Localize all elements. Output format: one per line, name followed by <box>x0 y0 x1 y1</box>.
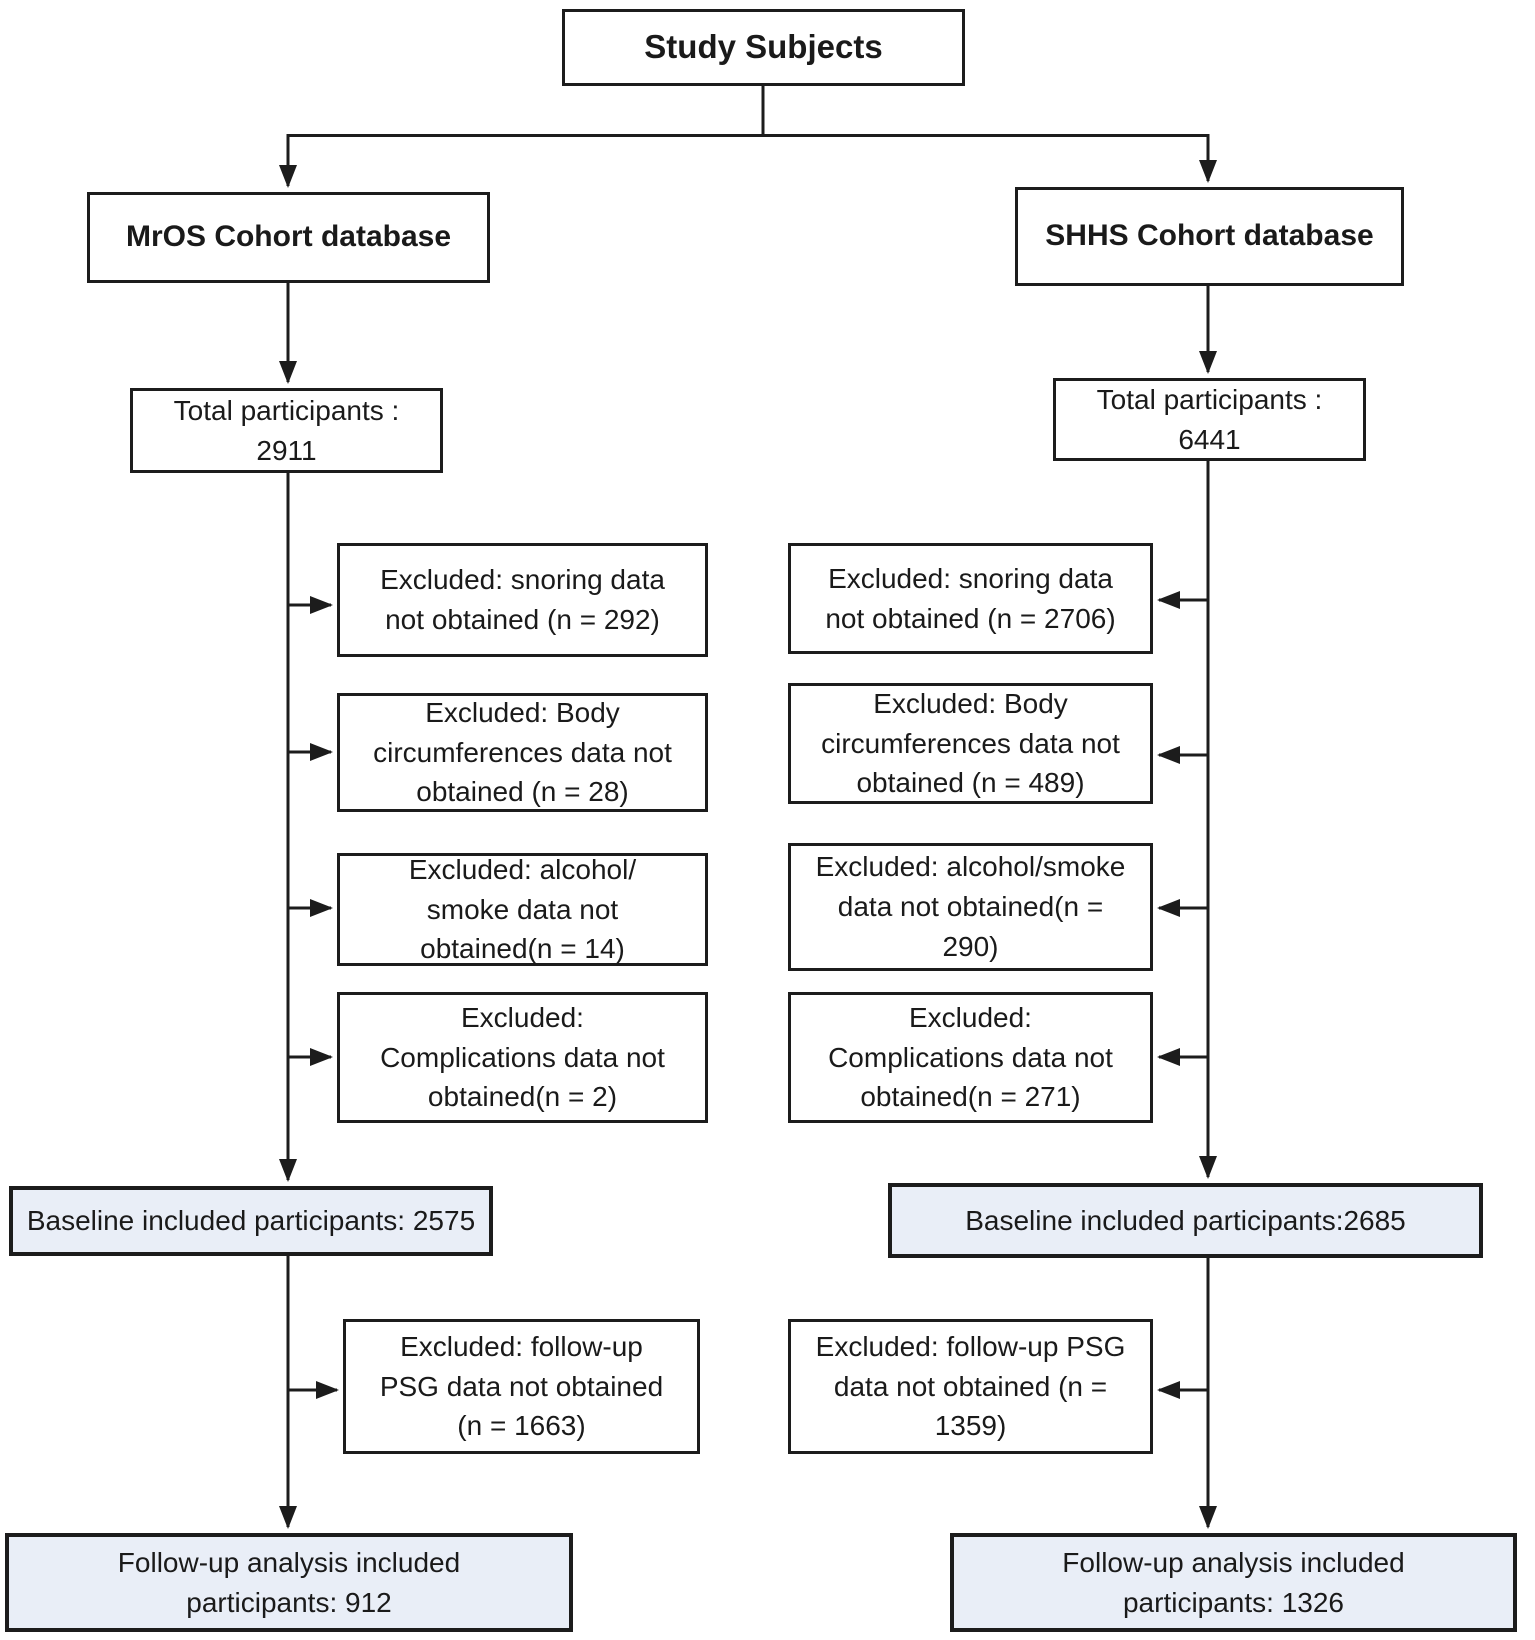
node-mros-exclusion-circumference: Excluded: Body circumferences data not o… <box>337 693 708 812</box>
node-shhs-followup: Follow-up analysis included participants… <box>950 1533 1517 1632</box>
node-shhs-exclusion-circumference: Excluded: Body circumferences data not o… <box>788 683 1153 804</box>
node-mros-total: Total participants : 2911 <box>130 388 443 473</box>
node-shhs-exclusion-snoring: Excluded: snoring data not obtained (n =… <box>788 543 1153 654</box>
node-shhs-psg-exclusion: Excluded: follow-up PSG data not obtaine… <box>788 1319 1153 1454</box>
node-mros-baseline: Baseline included participants: 2575 <box>9 1186 493 1256</box>
node-shhs-total: Total participants : 6441 <box>1053 378 1366 461</box>
node-mros-followup: Follow-up analysis included participants… <box>5 1533 573 1632</box>
node-mros-cohort: MrOS Cohort database <box>87 192 490 283</box>
node-study-subjects: Study Subjects <box>562 9 965 86</box>
node-mros-psg-exclusion: Excluded: follow-up PSG data not obtaine… <box>343 1319 700 1454</box>
node-shhs-exclusion-complications: Excluded: Complications data not obtaine… <box>788 992 1153 1123</box>
node-mros-exclusion-alcohol-smoke: Excluded: alcohol/ smoke data not obtain… <box>337 853 708 966</box>
node-shhs-cohort: SHHS Cohort database <box>1015 187 1404 286</box>
node-shhs-baseline: Baseline included participants:2685 <box>888 1183 1483 1258</box>
node-shhs-exclusion-alcohol-smoke: Excluded: alcohol/smoke data not obtaine… <box>788 843 1153 971</box>
node-mros-exclusion-complications: Excluded: Complications data not obtaine… <box>337 992 708 1123</box>
node-mros-exclusion-snoring: Excluded: snoring data not obtained (n =… <box>337 543 708 657</box>
